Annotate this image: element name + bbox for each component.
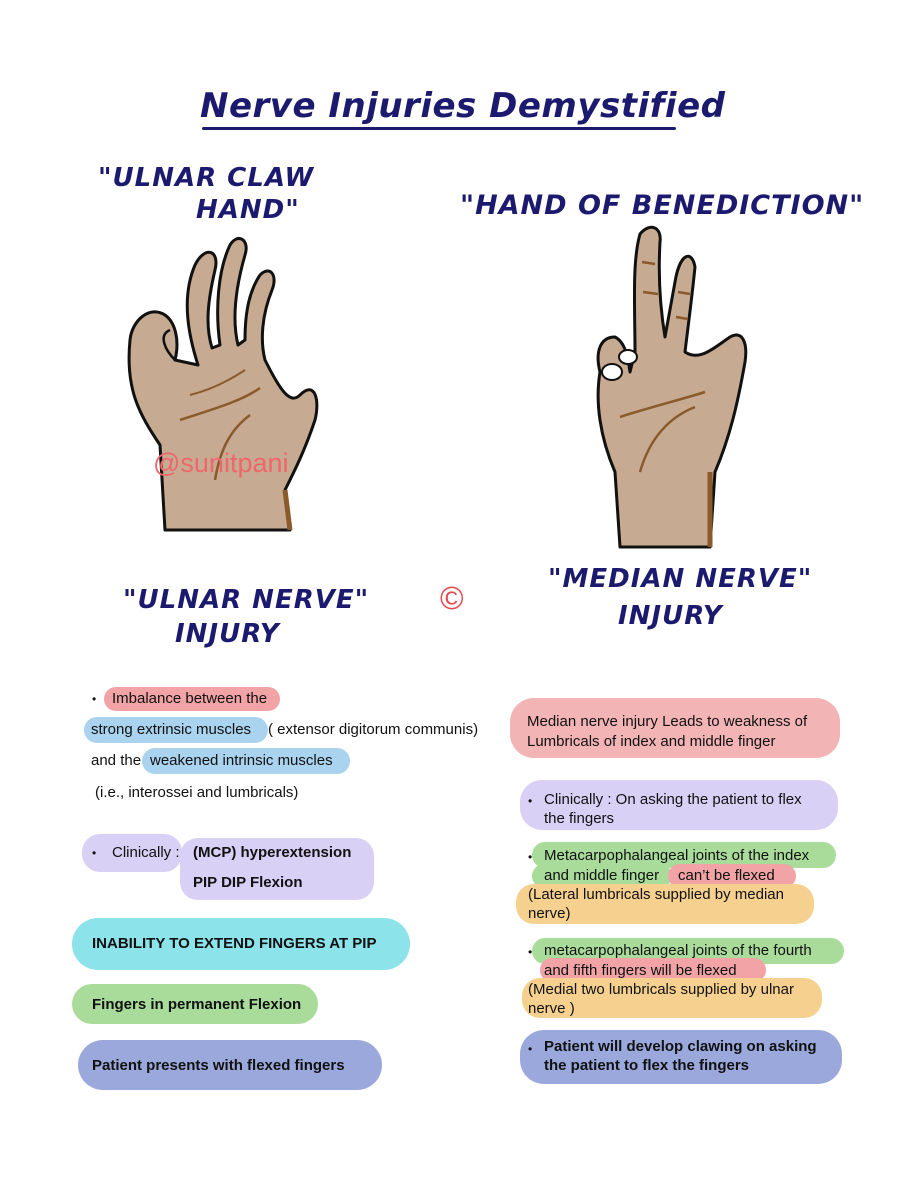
median-mcp-line2: and middle finger: [544, 867, 660, 884]
highlight-navy-box: [520, 1030, 842, 1084]
bullet-dot: •: [528, 794, 533, 808]
bullet-dot: •: [92, 846, 97, 860]
bullet-dot: •: [528, 850, 533, 864]
median-fourth-fifth-line2: and fifth fingers will be flexed: [544, 962, 737, 979]
ulnar-note-extensor: ( extensor digitorum communis): [268, 721, 479, 738]
highlight-green: [532, 842, 836, 868]
highlight-purple: [82, 834, 182, 872]
median-mcp-cant-flex: can’t be flexed: [678, 867, 775, 884]
highlight-blue: [142, 748, 350, 774]
page-title: Nerve Injuries Demystified: [200, 86, 726, 126]
ulnar-nerve-caption-line1: "ULNAR NERVE": [123, 585, 370, 615]
title-underline: [202, 127, 676, 130]
ulnar-claw-caption-line2: HAND": [196, 195, 300, 225]
median-lateral-lumbricals: (Lateral lumbricals supplied by median: [528, 886, 784, 903]
highlight-orange: [516, 884, 814, 924]
highlight-purple: [520, 780, 838, 830]
median-note-lumbricals: Lumbricals of index and middle finger: [527, 733, 776, 750]
bullet-dot: •: [92, 692, 97, 706]
bullet-dot: •: [528, 945, 533, 959]
ulnar-note-and-the: and the: [91, 752, 142, 769]
highlight-purple: [180, 838, 374, 900]
highlight-cyan-box: [72, 918, 410, 970]
median-note-weakness: Median nerve injury Leads to weakness of: [527, 713, 808, 730]
ulnar-claw-caption-line1: "ULNAR CLAW: [98, 163, 315, 193]
median-fourth-fifth-line1: metacarpophalangeal joints of the fourth: [544, 942, 812, 959]
median-clinically-line2: the fingers: [544, 810, 615, 827]
ulnar-note-extrinsic: strong extrinsic muscles: [91, 721, 252, 738]
ulnar-clinically-label: Clinically :: [112, 844, 180, 861]
ulnar-permanent-flexion: Fingers in permanent Flexion: [92, 996, 302, 1013]
highlight-orange: [522, 978, 822, 1018]
highlight-navy-box: [78, 1040, 382, 1090]
ulnar-note-interossei: (i.e., interossei and lumbricals): [95, 784, 299, 801]
median-medial-lumbricals: (Medial two lumbricals supplied by ulnar: [528, 981, 794, 998]
ulnar-inability-extend: INABILITY TO EXTEND FINGERS AT PIP: [92, 935, 377, 952]
highlight-green-box: [72, 984, 318, 1024]
median-lateral-lumbricals-2: nerve): [528, 905, 571, 922]
ulnar-note-intrinsic: weakened intrinsic muscles: [150, 752, 333, 769]
benediction-hand-illustration: [596, 225, 748, 549]
copyright-symbol: ©: [440, 580, 464, 616]
ulnar-clinically-pip: PIP DIP Flexion: [193, 874, 303, 891]
ulnar-note-imbalance: Imbalance between the: [112, 690, 268, 707]
ulnar-flexed-fingers: Patient presents with flexed fingers: [92, 1057, 345, 1074]
median-clawing-line1: Patient will develop clawing on asking: [544, 1038, 817, 1055]
watermark-text: @sunitpani: [153, 448, 289, 478]
median-nerve-caption-line2: INJURY: [618, 601, 723, 631]
bullet-dot: •: [528, 1042, 533, 1056]
median-medial-lumbricals-2: nerve ): [528, 1000, 575, 1017]
median-nerve-caption-line1: "MEDIAN NERVE": [548, 564, 813, 594]
ulnar-nerve-caption-line2: INJURY: [175, 619, 280, 649]
median-clinically-line1: Clinically : On asking the patient to fl…: [544, 791, 802, 808]
median-clawing-line2: the patient to flex the fingers: [544, 1057, 750, 1074]
benediction-caption: "HAND OF BENEDICTION": [460, 190, 865, 221]
highlight-red: [104, 687, 280, 711]
median-mcp-line1: Metacarpophalangeal joints of the index: [544, 847, 810, 864]
ulnar-claw-hand-illustration: [127, 237, 319, 532]
highlight-blue: [84, 717, 268, 743]
highlight-pink-box: [510, 698, 840, 758]
ulnar-clinically-mcp: (MCP) hyperextension: [193, 844, 352, 861]
